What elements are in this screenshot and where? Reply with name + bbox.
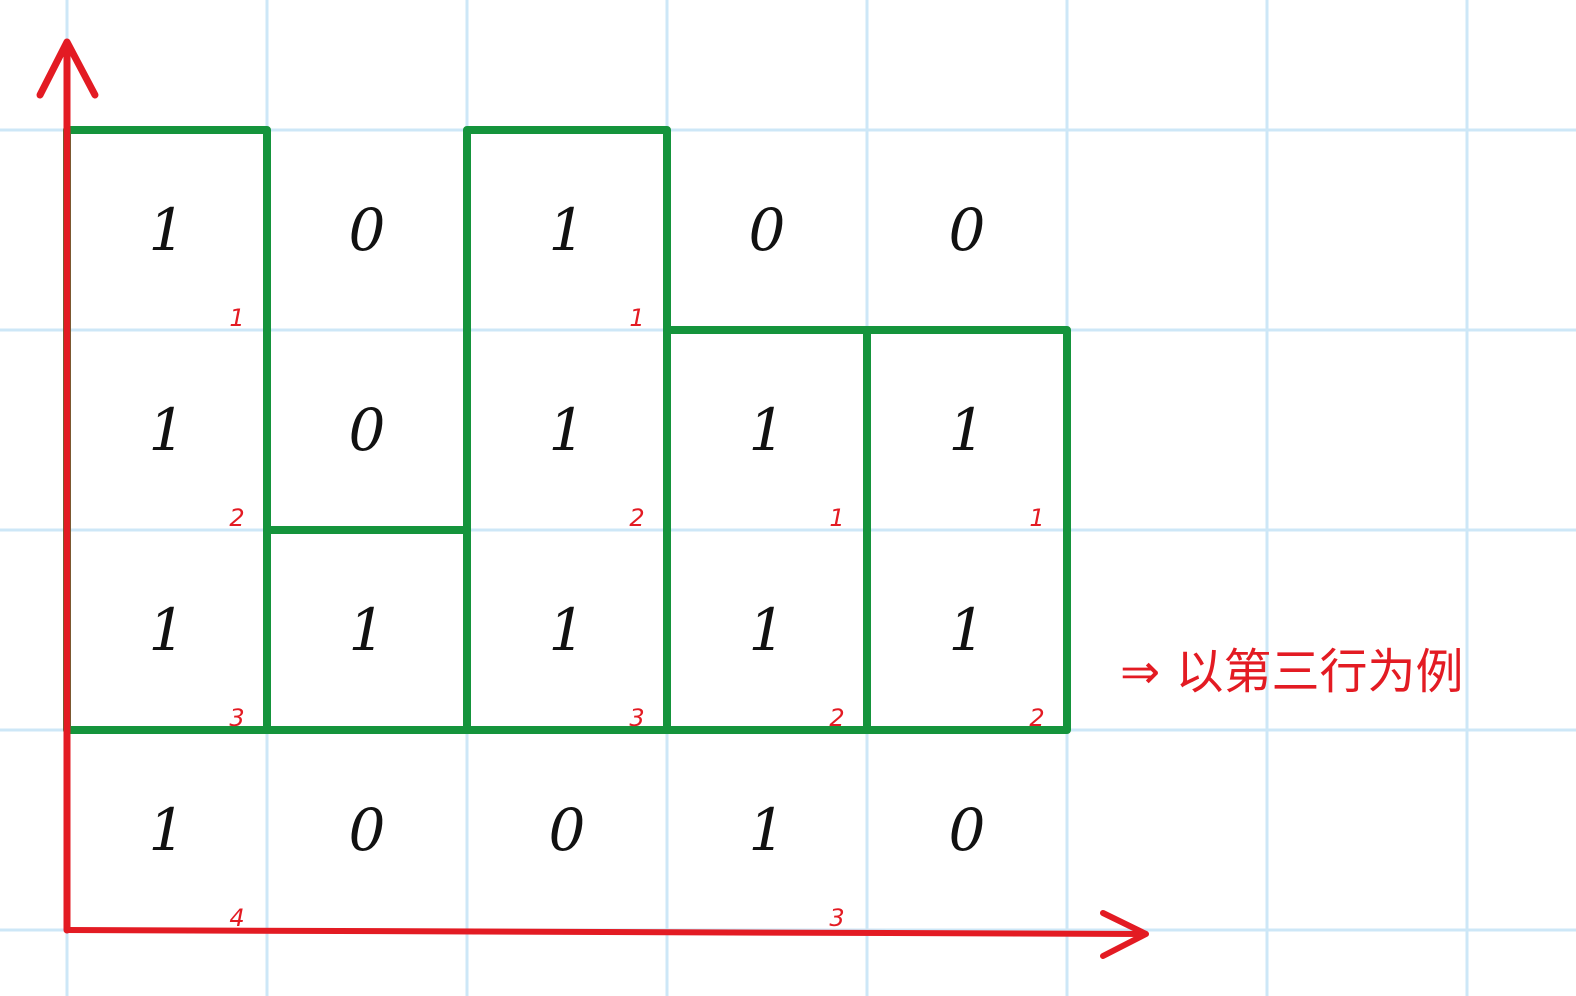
axes xyxy=(36,38,1149,959)
matrix-cell-value: 1 xyxy=(749,796,786,864)
x-axis xyxy=(64,927,1148,937)
matrix-cell-value: 0 xyxy=(549,796,586,864)
height-label: 4 xyxy=(229,904,244,932)
matrix-cell-value: 1 xyxy=(149,396,186,464)
matrix-cell-value: 0 xyxy=(749,196,786,264)
height-label: 2 xyxy=(229,504,244,532)
matrix-cell-value: 0 xyxy=(349,396,386,464)
matrix-cell-value: 1 xyxy=(549,396,586,464)
histogram-bar xyxy=(863,326,1071,734)
matrix-cell-value: 1 xyxy=(949,396,986,464)
height-label: 1 xyxy=(829,504,844,532)
x-axis-arrowhead xyxy=(1100,910,1149,959)
height-label: 3 xyxy=(829,904,844,932)
height-labels: 1 2 3 4 1 2 3 1 2 3 1 2 xyxy=(229,304,1044,932)
matrix-cell-value: 0 xyxy=(349,796,386,864)
matrix-cell-value: 1 xyxy=(749,596,786,664)
height-label: 2 xyxy=(829,704,844,732)
matrix-cell-value: 1 xyxy=(149,596,186,664)
matrix-cell-value: 0 xyxy=(349,196,386,264)
height-label: 3 xyxy=(229,704,244,732)
matrix-cell-value: 1 xyxy=(149,196,186,264)
height-label: 1 xyxy=(629,304,644,332)
height-label: 3 xyxy=(629,704,644,732)
matrix-cell-value: 1 xyxy=(149,796,186,864)
height-label: 1 xyxy=(1029,504,1044,532)
height-label: 2 xyxy=(1029,704,1044,732)
matrix-cell-value: 1 xyxy=(549,196,586,264)
matrix-cells: 1 0 1 0 0 1 0 1 1 1 1 1 1 1 1 1 0 0 1 0 xyxy=(149,196,986,864)
matrix-cell-value: 1 xyxy=(949,596,986,664)
matrix-cell-value: 0 xyxy=(949,796,986,864)
matrix-cell-value: 1 xyxy=(549,596,586,664)
matrix-cell-value: 1 xyxy=(749,396,786,464)
matrix-cell-value: 1 xyxy=(349,596,386,664)
example-note: ⇒ 以第三行为例 xyxy=(1120,644,1463,700)
matrix-cell-value: 0 xyxy=(949,196,986,264)
y-axis-arrowhead xyxy=(36,38,99,99)
height-label: 1 xyxy=(229,304,244,332)
height-label: 2 xyxy=(629,504,644,532)
